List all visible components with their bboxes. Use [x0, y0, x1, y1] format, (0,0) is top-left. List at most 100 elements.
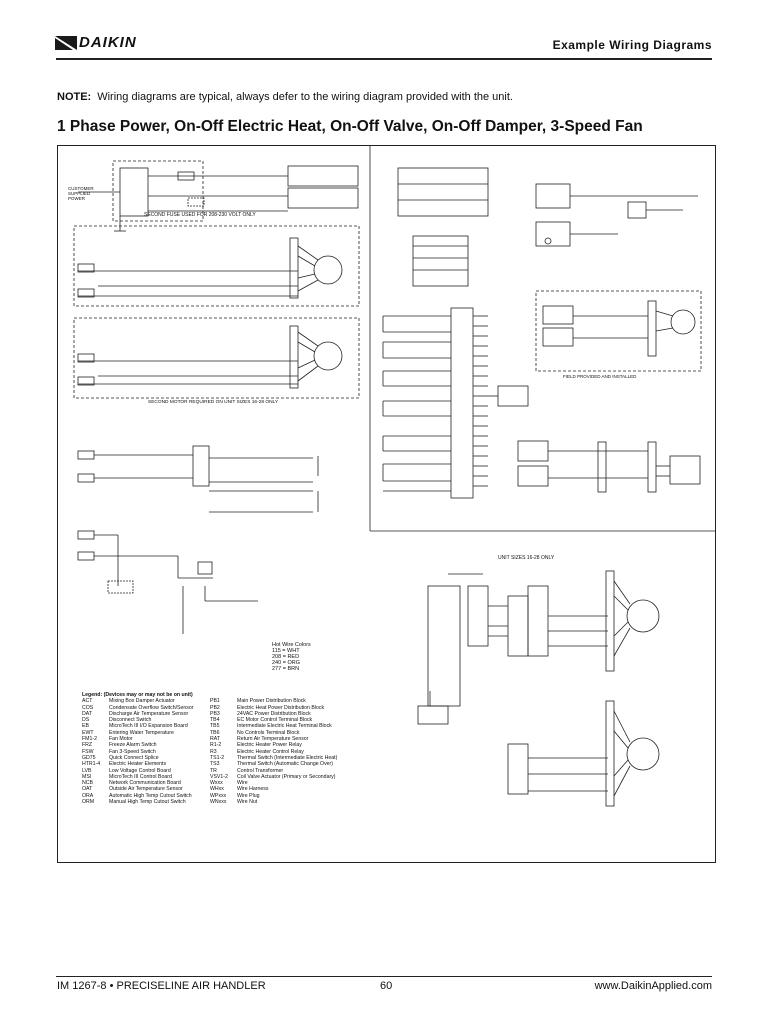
- note: NOTE: Wiring diagrams are typical, always…: [57, 91, 513, 103]
- legend-code: TB5: [210, 723, 220, 730]
- section-title: Example Wiring Diagrams: [552, 38, 712, 52]
- note-text: Wiring diagrams are typical, always defe…: [97, 91, 513, 103]
- legend-code: LVB: [82, 767, 92, 774]
- legend-code: EWT: [82, 729, 94, 736]
- legend-code: R3: [210, 748, 217, 755]
- legend-desc: Automatic High Temp Cutout Switch: [109, 792, 192, 799]
- legend-row: EWT Entering Water Temperature TB6 No Contr…: [82, 730, 377, 736]
- legend-row: GD75 Quick Connect Splice TS1-2 Thermal Swi…: [82, 755, 377, 761]
- legend-code: OAT: [82, 786, 93, 793]
- legend-desc: 24VAC Power Distribution Block: [237, 710, 311, 717]
- legend-code: TB4: [210, 717, 220, 724]
- page-title: 1 Phase Power, On-Off Electric Heat, On-…: [57, 118, 643, 135]
- legend-desc: Thermal Switch (Automatic Change Over): [237, 761, 334, 768]
- legend-code: COS: [82, 704, 94, 711]
- legend: Legend: (Devices may or may not be on un…: [82, 692, 377, 805]
- legend-desc: Fan 3-Speed Switch: [109, 748, 156, 755]
- legend-desc: Discharge Air Temperature Sensor: [109, 710, 189, 717]
- hot-wire-240: 240 = ORG: [272, 660, 300, 666]
- wiring-diagram: CUSTOMER SUPPLIED POWER SECOND FUSE USED…: [57, 145, 716, 863]
- legend-heading: Legend: (Devices may or may not be on un…: [82, 692, 377, 698]
- legend-code: VSV1-2: [210, 773, 228, 780]
- legend-code: Wxxx: [210, 780, 223, 787]
- legend-code: FRZ: [82, 742, 93, 749]
- legend-code: ORA: [82, 792, 94, 799]
- hot-wire-colors: Hot Wire Colors 115 = WHT 208 = RED 240 …: [272, 642, 311, 672]
- legend-code: FSW: [82, 748, 94, 755]
- legend-desc: Entering Water Temperature: [109, 729, 174, 736]
- legend-desc: Quick Connect Splice: [109, 754, 159, 761]
- legend-desc: Electric Heat Power Distribution Block: [237, 704, 325, 711]
- legend-row: COS Condensate Overflow Switch/Sensor PB2 E…: [82, 705, 377, 711]
- legend-row: OAT Outside Air Temperature Sensor WHxx Wir…: [82, 786, 377, 792]
- legend-desc: Network Communication Board: [109, 780, 181, 787]
- legend-desc: Manual High Temp Cutout Switch: [109, 799, 186, 806]
- legend-desc: Electric Heater Elements: [109, 761, 167, 768]
- note-label: NOTE:: [57, 91, 92, 103]
- legend-row: FM1-2 Fan Motor RAT Return Air Temperature …: [82, 736, 377, 742]
- legend-row: HTR1-4 Electric Heater Elements TS3 Thermal…: [82, 761, 377, 767]
- second-motor-note: SECOND MOTOR REQUIRED ON UNIT SIZES 16-2…: [148, 400, 279, 405]
- legend-code: TB6: [210, 729, 220, 736]
- legend-desc: Wire Harness: [237, 786, 269, 793]
- field-note: FIELD PROVIDED AND INSTALLED: [563, 374, 637, 379]
- legend-desc: Electric Heater Power Relay: [237, 742, 302, 749]
- legend-code: WPxxx: [210, 792, 227, 799]
- supply-label: CUSTOMER SUPPLIED POWER: [68, 186, 94, 201]
- fuse-note: SECOND FUSE USED FOR 208-230 VOLT ONLY: [144, 212, 256, 218]
- daikin-logo: DAIKIN: [55, 34, 137, 51]
- legend-desc: Wire Plug: [237, 792, 260, 799]
- legend-code: DS: [82, 717, 90, 724]
- hot-wire-115: 115 = WHT: [272, 648, 300, 654]
- brand-name: DAIKIN: [79, 34, 137, 51]
- legend-desc: Intermediate Electric Heat Terminal Bloc…: [237, 723, 332, 730]
- legend-desc: Wire: [237, 780, 248, 787]
- footer-divider: [56, 976, 712, 977]
- legend-desc: Condensate Overflow Switch/Sensor: [109, 704, 194, 711]
- legend-desc: No Controls Terminal Block: [237, 729, 300, 736]
- footer-website-link[interactable]: www.DaikinApplied.com: [594, 980, 712, 992]
- legend-code: ACT: [82, 698, 93, 705]
- legend-desc: EC Motor Control Terminal Block: [237, 717, 313, 724]
- legend-desc: Disconnect Switch: [109, 717, 152, 724]
- legend-code: ORM: [82, 799, 95, 806]
- footer-doc-id: IM 1267-8 • PRECISELINE AIR HANDLER: [57, 980, 266, 992]
- legend-desc: MicroTech III Control Board: [109, 773, 172, 780]
- legend-code: PB3: [210, 710, 220, 717]
- legend-code: HTR1-4: [82, 761, 101, 768]
- legend-desc: Thermal Switch (Intermediate Electric He…: [237, 754, 338, 761]
- legend-code: DAT: [82, 710, 92, 717]
- legend-code: GD75: [82, 754, 96, 761]
- legend-desc: Fan Motor: [109, 736, 133, 743]
- legend-desc: Return Air Temperature Sensor: [237, 736, 309, 743]
- legend-code: TS1-2: [210, 754, 225, 761]
- header-divider: [56, 58, 712, 60]
- daikin-logo-icon: [55, 35, 77, 50]
- legend-code: TS3: [210, 761, 220, 768]
- legend-code: RAT: [210, 736, 220, 743]
- legend-code: R1-2: [210, 742, 222, 749]
- legend-desc: Coil Valve Actuator (Primary or Secondar…: [237, 773, 336, 780]
- legend-code: TR: [210, 767, 217, 774]
- legend-row: DS Disconnect Switch TB4 EC Motor Control T…: [82, 717, 377, 723]
- legend-row: ORA Automatic High Temp Cutout Switch WPxx…: [82, 793, 377, 799]
- legend-desc: Wire Nut: [237, 799, 258, 806]
- hot-wire-title: Hot Wire Colors: [272, 642, 311, 648]
- legend-subtitle: (Devices may or may not be on unit): [103, 692, 193, 698]
- hot-wire-277: 277 = BRN: [272, 666, 300, 672]
- wiring-schematic: [73, 146, 715, 807]
- legend-desc: Main Power Distribution Block: [237, 698, 306, 705]
- unit-size-note: UNIT SIZES 16-28 ONLY: [498, 555, 555, 561]
- legend-desc: Outside Air Temperature Sensor: [109, 786, 183, 793]
- legend-code: FM1-2: [82, 736, 97, 743]
- legend-code: PB2: [210, 704, 220, 711]
- legend-desc: Electric Heater Control Relay: [237, 748, 304, 755]
- legend-code: WHxx: [210, 786, 224, 793]
